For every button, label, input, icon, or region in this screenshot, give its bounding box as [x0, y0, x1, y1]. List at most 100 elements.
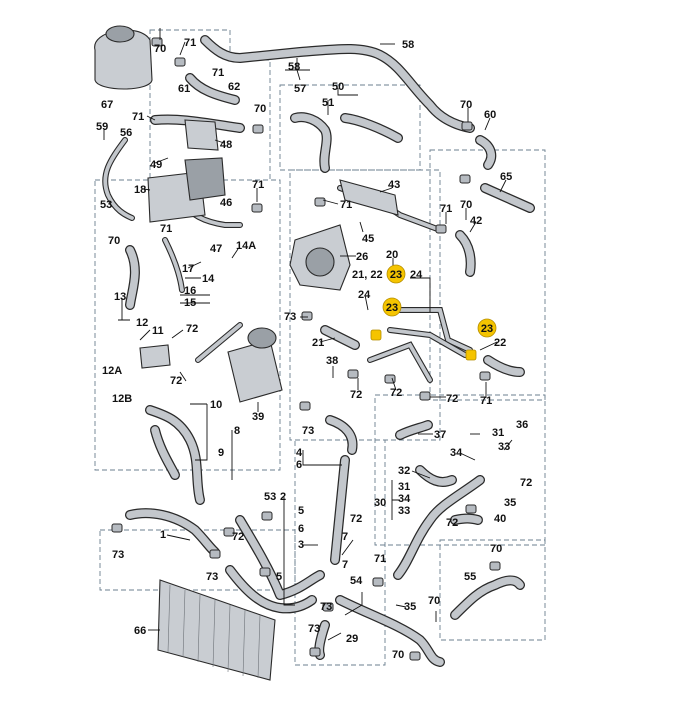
- label-71-h: 71: [480, 395, 492, 407]
- label-54: 54: [350, 575, 363, 587]
- highlight-23-right[interactable]: 23: [477, 318, 497, 338]
- label-46: 46: [220, 197, 232, 209]
- label-3: 3: [298, 539, 304, 551]
- label-71-e: 71: [340, 199, 352, 211]
- label-73-b: 73: [302, 425, 314, 437]
- label-33-b: 33: [398, 505, 410, 517]
- label-56: 56: [120, 127, 132, 139]
- label-36: 36: [516, 419, 528, 431]
- label-37: 37: [434, 429, 446, 441]
- label-71-i: 71: [374, 553, 386, 565]
- label-72-h: 72: [446, 517, 458, 529]
- label-58-b: 58: [288, 61, 300, 73]
- label-12: 12: [136, 317, 148, 329]
- label-72-i: 72: [232, 531, 244, 543]
- label-32: 32: [398, 465, 410, 477]
- label-29: 29: [346, 633, 358, 645]
- label-72-f: 72: [520, 477, 532, 489]
- label-58-a: 58: [402, 39, 414, 51]
- label-72-e: 72: [446, 393, 458, 405]
- label-73-a: 73: [284, 311, 296, 323]
- components: [94, 25, 535, 681]
- label-24-b: 24: [358, 289, 371, 301]
- label-35-b: 35: [404, 601, 416, 613]
- highlight-23-right-label: 23: [481, 323, 493, 335]
- clamps: [111, 37, 501, 661]
- label-73-c: 73: [112, 549, 124, 561]
- label-34-b: 34: [398, 493, 411, 505]
- label-45: 45: [362, 233, 374, 245]
- label-31-b: 31: [398, 481, 410, 493]
- highlight-23-middle[interactable]: 23: [382, 297, 402, 317]
- label-70-g: 70: [428, 595, 440, 607]
- label-62: 62: [228, 81, 240, 93]
- label-17: 17: [182, 263, 194, 275]
- label-59: 59: [96, 121, 108, 133]
- label-5-a: 5: [298, 505, 304, 517]
- label-49: 49: [150, 159, 162, 171]
- label-72-c: 72: [350, 389, 362, 401]
- label-47: 47: [210, 243, 222, 255]
- label-71-f: 71: [440, 203, 452, 215]
- label-42: 42: [470, 215, 482, 227]
- label-72-a: 72: [186, 323, 198, 335]
- label-66: 66: [134, 625, 146, 637]
- label-13: 13: [114, 291, 126, 303]
- label-70-h: 70: [392, 649, 404, 661]
- label-7-a: 7: [342, 531, 348, 543]
- label-12B: 12B: [112, 393, 132, 405]
- label-12A: 12A: [102, 365, 122, 377]
- label-33-a: 33: [498, 441, 510, 453]
- label-61: 61: [178, 83, 190, 95]
- label-43: 43: [388, 179, 400, 191]
- label-73-d: 73: [206, 571, 218, 583]
- label-6-b: 6: [298, 523, 304, 535]
- label-9: 9: [218, 447, 224, 459]
- label-4: 4: [296, 447, 303, 459]
- label-71-g: 71: [160, 223, 172, 235]
- label-21: 21: [312, 337, 324, 349]
- highlight-23-top[interactable]: 23: [386, 264, 406, 284]
- label-71-c: 71: [132, 111, 144, 123]
- label-70-e: 70: [108, 235, 120, 247]
- label-73-f: 73: [308, 623, 320, 635]
- label-55: 55: [464, 571, 476, 583]
- label-20: 20: [386, 249, 398, 261]
- label-8: 8: [234, 425, 240, 437]
- label-53-b: 53: [264, 491, 276, 503]
- label-11: 11: [152, 325, 164, 337]
- label-16: 16: [184, 285, 196, 297]
- label-7-b: 7: [342, 559, 348, 571]
- label-6-a: 6: [296, 459, 302, 471]
- label-71-b: 71: [212, 67, 224, 79]
- leader-lines: [103, 28, 513, 641]
- label-70-a: 70: [154, 43, 166, 55]
- seal-markers: [370, 329, 477, 361]
- label-15: 15: [184, 297, 196, 309]
- label-53-a: 53: [100, 199, 112, 211]
- label-60: 60: [484, 109, 496, 121]
- label-1: 1: [160, 529, 166, 541]
- label-70-c: 70: [460, 99, 472, 111]
- label-26: 26: [356, 251, 368, 263]
- label-72-g: 72: [350, 513, 362, 525]
- label-24-a: 24: [410, 269, 423, 281]
- highlight-23-middle-label: 23: [386, 302, 398, 314]
- label-50: 50: [332, 81, 344, 93]
- label-30: 30: [374, 497, 386, 509]
- label-21-22: 21, 22: [352, 269, 383, 281]
- label-39: 39: [252, 411, 264, 423]
- label-14A: 14A: [236, 240, 256, 252]
- label-22: 22: [494, 337, 506, 349]
- label-35-a: 35: [504, 497, 516, 509]
- label-71-d: 71: [252, 179, 264, 191]
- label-31-a: 31: [492, 427, 504, 439]
- label-72-d: 72: [390, 387, 402, 399]
- part-labels: 70 71 58 6 7 71 61 62 58 57 50 5 1 70 70 6…: [96, 37, 532, 661]
- label-57: 57: [294, 83, 306, 95]
- label-34-a: 34: [450, 447, 463, 459]
- label-70-f: 70: [490, 543, 502, 555]
- label-65: 65: [500, 171, 512, 183]
- label-71-a: 71: [184, 37, 196, 49]
